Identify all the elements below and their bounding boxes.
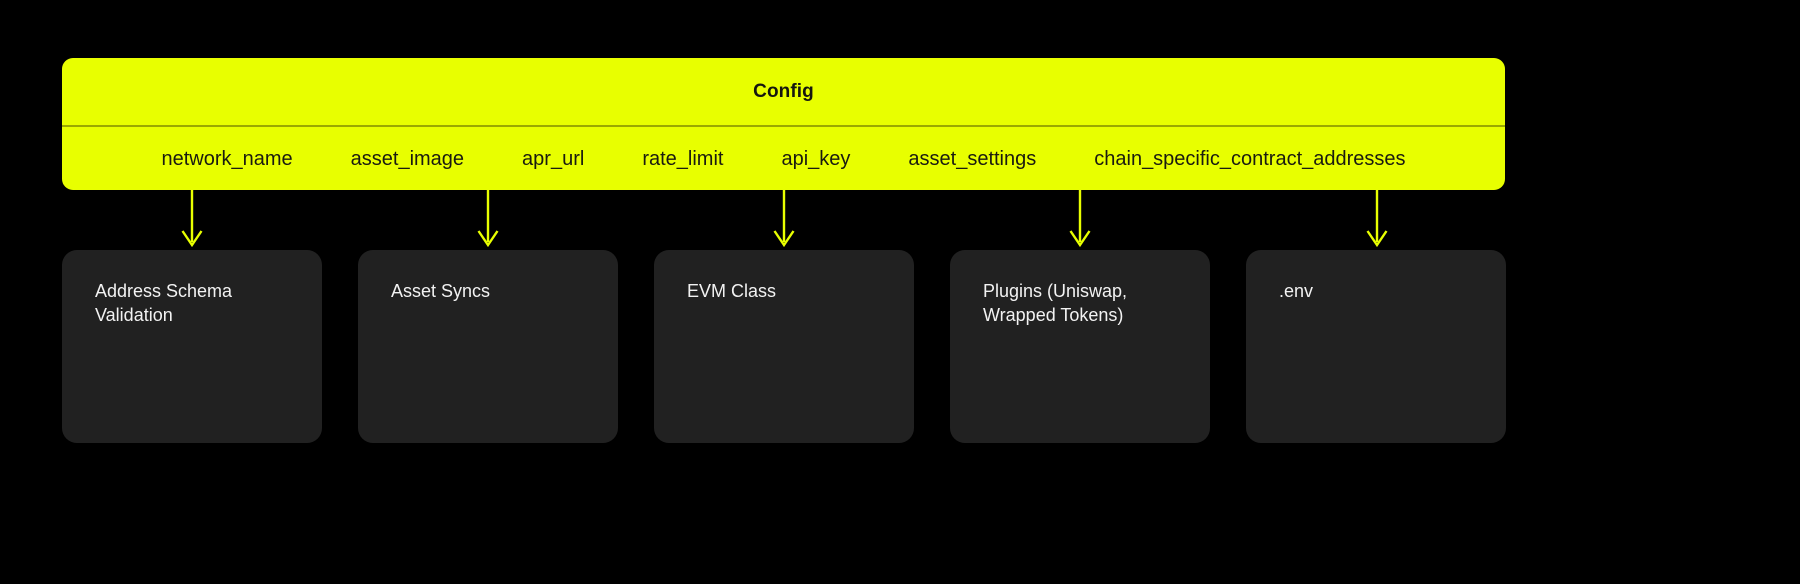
arrow-down-icon xyxy=(477,190,499,248)
card-label: Plugins (Uniswap, Wrapped Tokens) xyxy=(983,281,1128,325)
card-asset-syncs[interactable]: Asset Syncs xyxy=(358,250,618,443)
arrow-down-icon xyxy=(181,190,203,248)
card-env[interactable]: .env xyxy=(1246,250,1506,443)
arrow-to-env xyxy=(1362,190,1392,250)
card-evm-class[interactable]: EVM Class xyxy=(654,250,914,443)
card-label: EVM Class xyxy=(687,281,777,301)
arrow-down-icon xyxy=(773,190,795,248)
config-field-apr-url[interactable]: apr_url xyxy=(522,147,585,170)
config-field-network-name[interactable]: network_name xyxy=(161,147,293,170)
config-field-rate-limit[interactable]: rate_limit xyxy=(642,147,724,170)
arrow-to-asset-syncs xyxy=(473,190,503,250)
config-node[interactable]: Config network_name asset_image apr_url … xyxy=(62,58,1505,190)
card-label: Asset Syncs xyxy=(391,281,491,301)
card-label: Address Schema Validation xyxy=(95,281,233,325)
config-field-asset-settings[interactable]: asset_settings xyxy=(908,147,1037,170)
config-field-asset-image[interactable]: asset_image xyxy=(350,147,465,170)
arrow-to-evm-class xyxy=(769,190,799,250)
config-field-chain-specific-contract-addresses[interactable]: chain_specific_contract_addresses xyxy=(1094,147,1406,170)
arrow-to-address-schema-validation xyxy=(177,190,207,250)
arrow-to-plugins xyxy=(1065,190,1095,250)
card-address-schema-validation[interactable]: Address Schema Validation xyxy=(62,250,322,443)
arrow-down-icon xyxy=(1366,190,1388,248)
card-label: .env xyxy=(1279,281,1314,301)
config-divider xyxy=(62,125,1505,127)
card-plugins[interactable]: Plugins (Uniswap, Wrapped Tokens) xyxy=(950,250,1210,443)
config-title-band: Config xyxy=(62,58,1505,125)
arrow-down-icon xyxy=(1069,190,1091,248)
config-fields-row: network_name asset_image apr_url rate_li… xyxy=(62,127,1505,190)
config-field-api-key[interactable]: api_key xyxy=(781,147,851,170)
config-title: Config xyxy=(753,81,814,102)
